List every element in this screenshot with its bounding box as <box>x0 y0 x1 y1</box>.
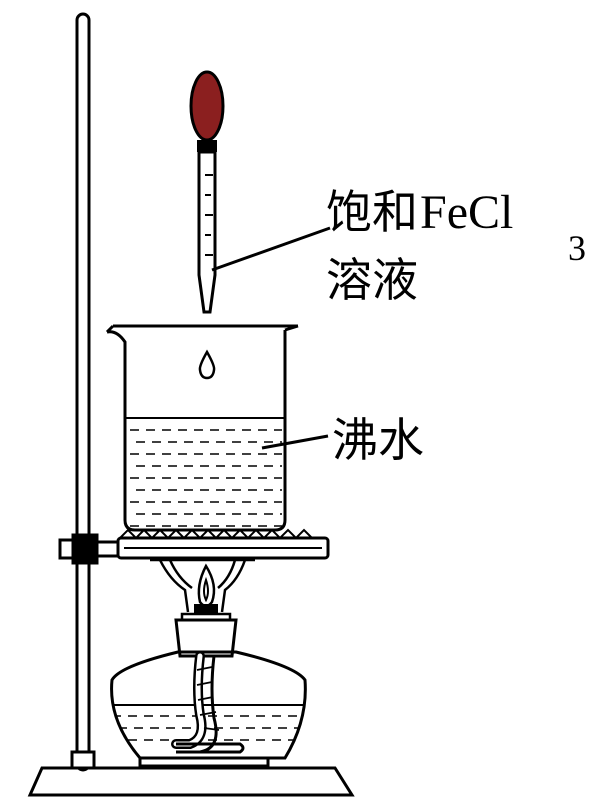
dropper <box>189 70 225 314</box>
label-formula: FeCl <box>420 186 513 239</box>
stand-rod <box>70 12 96 772</box>
wire-gauze <box>116 528 330 560</box>
label-boiling-water: 沸水 <box>332 413 424 467</box>
label-solution: 溶液 <box>326 253 418 307</box>
label-subscript: 3 <box>568 228 586 268</box>
droplet <box>198 349 216 380</box>
stand-base <box>27 766 355 797</box>
label-saturated: 饱和 <box>326 185 418 239</box>
dropper-bulb <box>189 70 225 142</box>
alcohol-lamp <box>110 558 307 768</box>
clamp <box>58 533 122 565</box>
beaker <box>105 324 299 532</box>
leader-lines <box>211 226 331 450</box>
label-fecl3-solution: 饱和 FeCl 3 溶液 <box>326 185 586 307</box>
